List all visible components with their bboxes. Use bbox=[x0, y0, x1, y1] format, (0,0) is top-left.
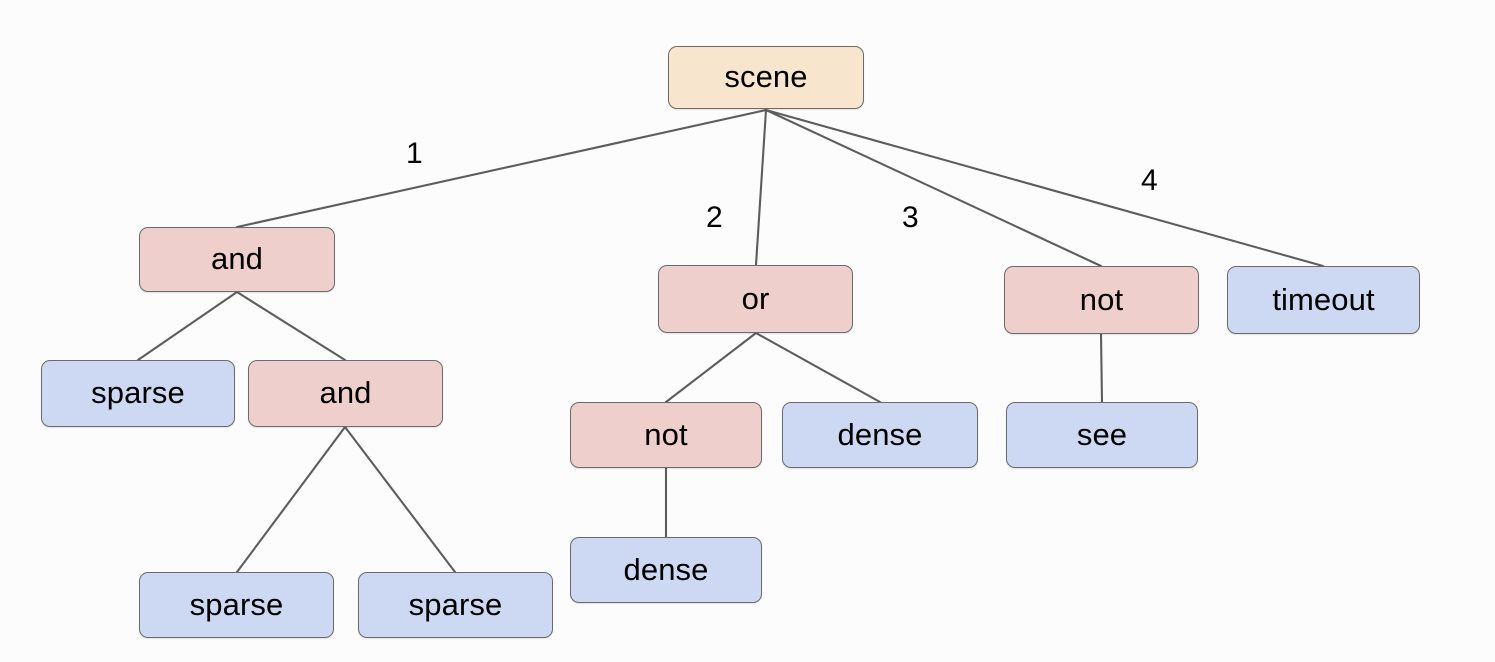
node-see-1[interactable]: see bbox=[1006, 402, 1198, 468]
edge-and2-sparse3 bbox=[343, 425, 457, 574]
node-sparse-1[interactable]: sparse bbox=[41, 360, 235, 427]
node-and-2-label: and bbox=[319, 375, 372, 410]
edge-scene-not bbox=[764, 108, 1103, 268]
node-not-1-label: not bbox=[644, 416, 688, 452]
node-sparse-1-label: sparse bbox=[91, 375, 185, 410]
node-scene[interactable]: scene bbox=[668, 46, 864, 109]
node-timeout-1-label: timeout bbox=[1272, 281, 1375, 317]
node-dense-2-label: dense bbox=[623, 551, 709, 587]
node-sparse-3[interactable]: sparse bbox=[358, 572, 553, 638]
edge-scene-timeout bbox=[764, 108, 1325, 268]
node-and-1[interactable]: and bbox=[139, 227, 335, 292]
node-or-1-label: or bbox=[741, 280, 770, 316]
edge-label-branch-3: 3 bbox=[902, 201, 919, 234]
edge-label-branch-1: 1 bbox=[406, 137, 423, 170]
edge-label-branch-2: 2 bbox=[706, 201, 723, 234]
edge-scene-or bbox=[754, 108, 768, 267]
edge-label-branch-4: 4 bbox=[1141, 164, 1158, 197]
node-dense-1[interactable]: dense bbox=[782, 402, 978, 468]
node-and-2[interactable]: and bbox=[248, 360, 443, 427]
edge-not2-see bbox=[1099, 332, 1104, 404]
node-or-1[interactable]: or bbox=[658, 265, 853, 333]
node-sparse-2-label: sparse bbox=[189, 586, 284, 622]
node-sparse-2[interactable]: sparse bbox=[139, 572, 334, 638]
edge-or-not bbox=[664, 331, 758, 404]
node-not-2[interactable]: not bbox=[1004, 266, 1199, 334]
node-see-1-label: see bbox=[1076, 416, 1128, 452]
edge-or-dense bbox=[754, 331, 882, 404]
edge-scene-and bbox=[235, 108, 768, 229]
node-not-2-label: not bbox=[1079, 281, 1124, 317]
edge-and2-sparse2 bbox=[235, 425, 347, 574]
node-sparse-3-label: sparse bbox=[408, 586, 503, 622]
node-dense-2[interactable]: dense bbox=[570, 537, 762, 603]
node-timeout-1[interactable]: timeout bbox=[1227, 266, 1420, 334]
node-dense-1-label: dense bbox=[837, 416, 923, 452]
node-not-1[interactable]: not bbox=[570, 402, 762, 468]
edge-and1-sparse1 bbox=[136, 290, 239, 362]
edge-and1-and2 bbox=[235, 290, 347, 362]
node-and-1-label: and bbox=[210, 241, 264, 276]
node-scene-label: scene bbox=[724, 59, 808, 94]
